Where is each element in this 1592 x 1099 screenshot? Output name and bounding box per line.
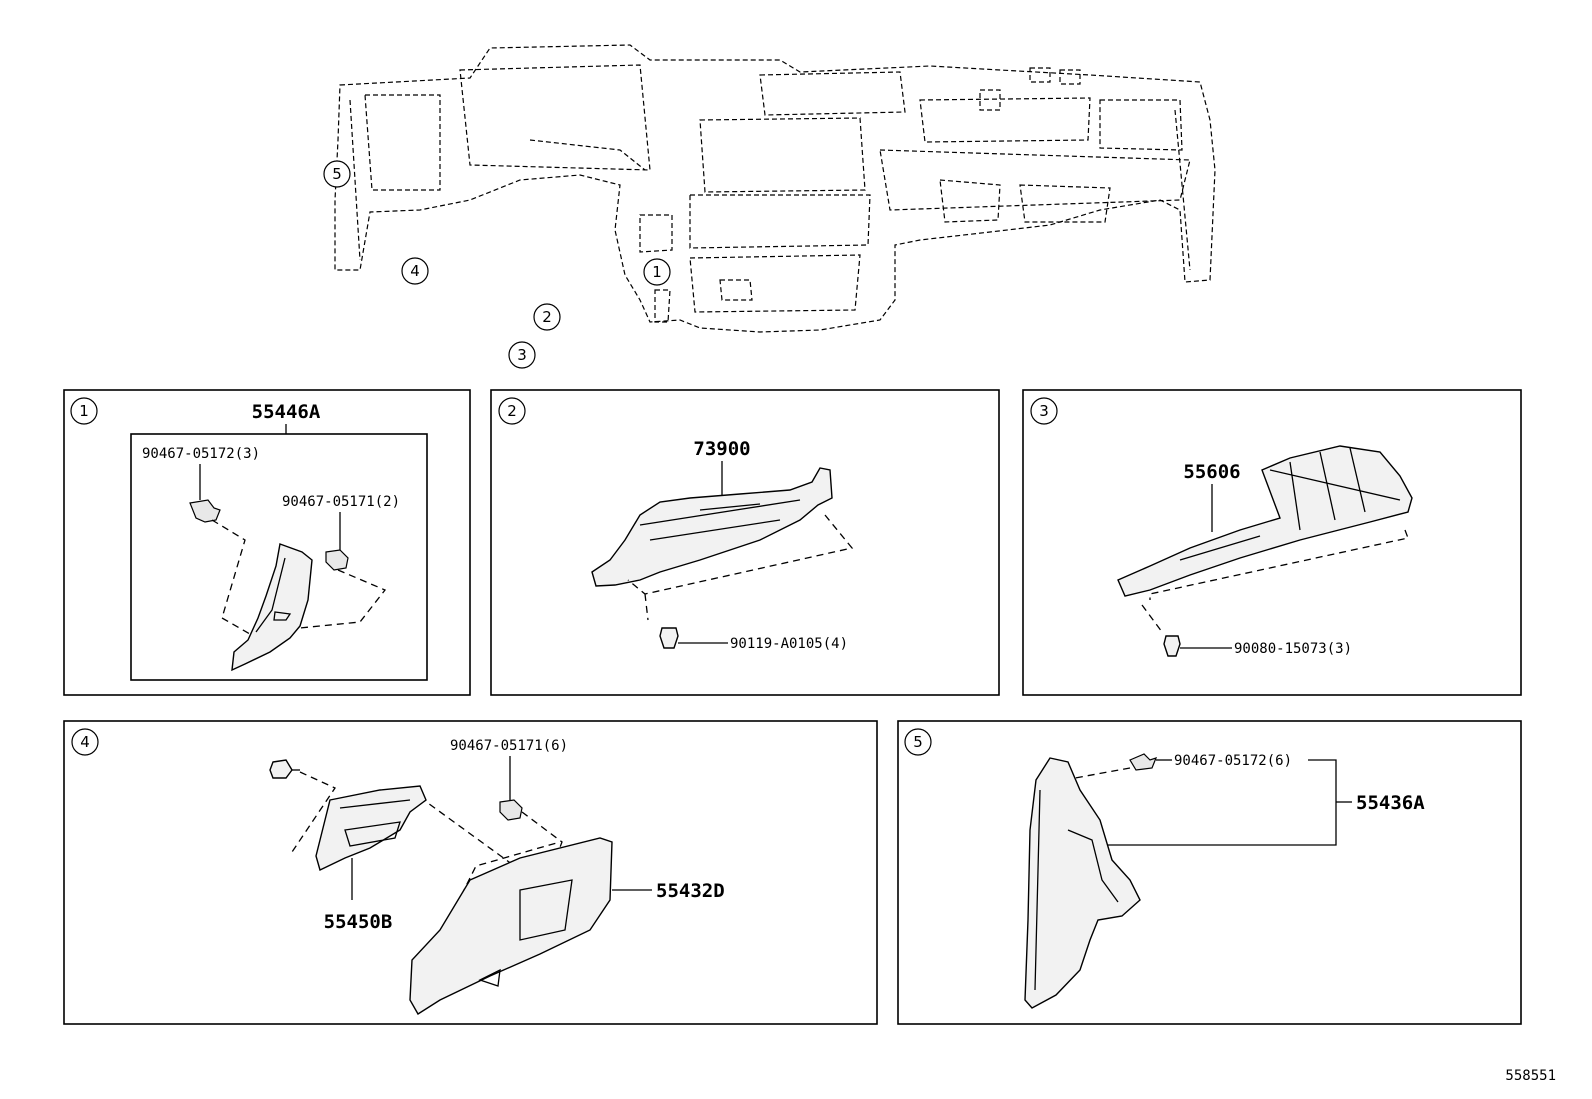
panel-2-callout: 2 xyxy=(498,397,526,425)
overview-callout-4[interactable]: 4 xyxy=(401,257,429,285)
detail-panel-2: 2 73900 90119-A0105(4) xyxy=(490,389,1000,696)
bolt-icon xyxy=(269,759,293,779)
part-number-73900[interactable]: 73900 xyxy=(693,438,750,460)
overview-callout-1[interactable]: 1 xyxy=(643,258,671,286)
svg-text:5: 5 xyxy=(913,733,923,751)
part-number-90467-05171-6[interactable]: 90467-05171(6) xyxy=(450,738,568,754)
panel-4-callout: 4 xyxy=(71,728,99,756)
detail-panel-1: 1 55446A 90467-05172(3) 90467-05171(2) xyxy=(63,389,471,696)
part-number-90467-05171-2[interactable]: 90467-05171(2) xyxy=(282,494,400,510)
part-number-55432D[interactable]: 55432D xyxy=(656,880,725,902)
clip-icon-4 xyxy=(499,799,523,821)
screw-icon-3 xyxy=(1163,635,1181,657)
part-number-55606[interactable]: 55606 xyxy=(1183,461,1240,483)
svg-text:3: 3 xyxy=(517,346,527,364)
box-part-icon xyxy=(315,785,427,871)
instrument-panel-overview xyxy=(334,44,1216,333)
detail-panel-3: 3 55606 90080-15073(3) xyxy=(1022,389,1522,696)
undercover-part-icon xyxy=(1117,445,1413,597)
panel-1-callout: 1 xyxy=(70,397,98,425)
panel-3-callout: 3 xyxy=(1030,397,1058,425)
svg-text:1: 1 xyxy=(652,263,662,281)
clip-icon xyxy=(189,499,221,523)
side-trim-part-icon xyxy=(1024,757,1141,1009)
svg-text:3: 3 xyxy=(1039,402,1049,420)
overview-callout-5[interactable]: 5 xyxy=(323,160,351,188)
clip-icon-2 xyxy=(325,549,349,571)
bracket-part-icon xyxy=(591,467,833,587)
screw-icon xyxy=(659,627,679,649)
part-number-90467-05172-3[interactable]: 90467-05172(3) xyxy=(142,446,260,462)
part-number-90080-15073-3[interactable]: 90080-15073(3) xyxy=(1234,641,1352,657)
svg-text:2: 2 xyxy=(542,308,552,326)
svg-text:4: 4 xyxy=(410,262,420,280)
lower-panel-part-icon xyxy=(409,837,613,1015)
overview-callout-2[interactable]: 2 xyxy=(533,303,561,331)
svg-text:1: 1 xyxy=(79,402,89,420)
part-number-90467-05172-6[interactable]: 90467-05172(6) xyxy=(1174,753,1292,769)
svg-text:4: 4 xyxy=(80,733,90,751)
clip-icon-5 xyxy=(1129,753,1158,771)
detail-panel-4: 4 55450B 90467-05171(6) 55432D xyxy=(63,720,878,1025)
part-number-90119-A0105-4[interactable]: 90119-A0105(4) xyxy=(730,636,848,652)
svg-text:2: 2 xyxy=(507,402,517,420)
part-number-55450B[interactable]: 55450B xyxy=(324,911,393,933)
trim-panel-icon xyxy=(231,543,313,672)
diagram-reference-number: 558551 xyxy=(1505,1068,1556,1084)
part-number-55446A[interactable]: 55446A xyxy=(252,401,321,423)
overview-callout-3[interactable]: 3 xyxy=(508,341,536,369)
svg-text:5: 5 xyxy=(332,165,342,183)
part-number-55436A[interactable]: 55436A xyxy=(1356,792,1425,814)
panel-5-callout: 5 xyxy=(904,728,932,756)
detail-panel-5: 5 90467-05172(6) 55436A xyxy=(897,720,1522,1025)
